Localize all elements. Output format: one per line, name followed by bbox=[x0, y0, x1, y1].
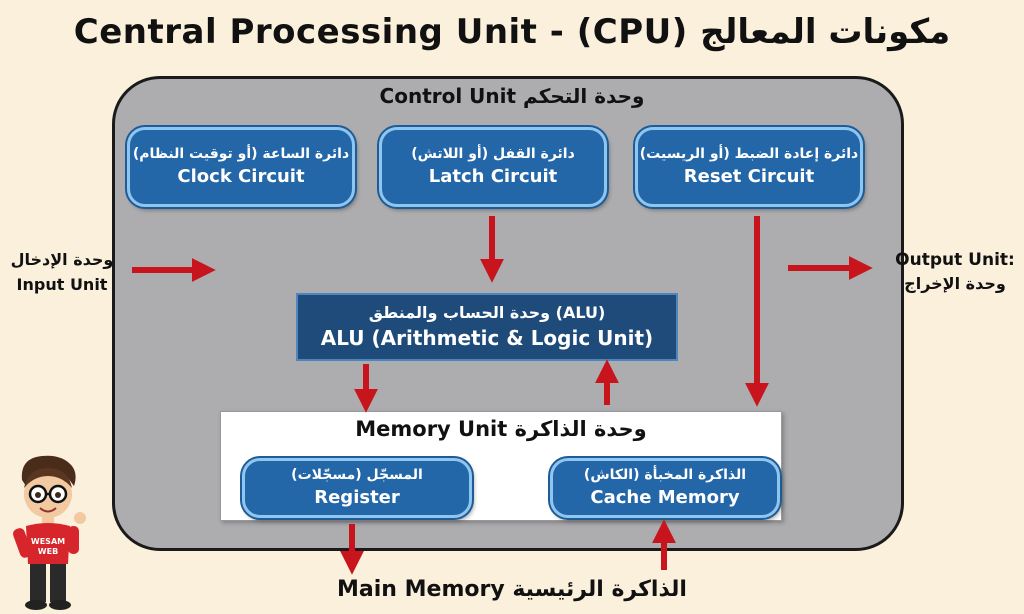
reset-circuit-ar: دائرة إعادة الضبط (أو الريسيت) bbox=[639, 146, 859, 162]
clock-circuit-box: دائرة الساعة (أو توقيت النظام) Clock Cir… bbox=[127, 127, 355, 207]
latch-circuit-box: دائرة القفل (أو اللاتش) Latch Circuit bbox=[379, 127, 607, 207]
alu-en: ALU (Arithmetic & Logic Unit) bbox=[320, 326, 654, 350]
clock-circuit-ar: دائرة الساعة (أو توقيت النظام) bbox=[132, 146, 350, 162]
alu-box: وحدة الحساب والمنطق (ALU) ALU (Arithmeti… bbox=[296, 293, 678, 361]
output-unit-en: Output Unit: bbox=[895, 250, 1015, 270]
mascot-shirt-text-1: WESAM bbox=[31, 537, 65, 546]
mascot-shirt-text-2: WEB bbox=[38, 547, 58, 556]
cache-memory-box: الذاكرة المخبأة (الكاش) Cache Memory bbox=[550, 458, 780, 518]
output-unit-label: Output Unit: وحدة الإخراج bbox=[888, 250, 1022, 293]
latch-circuit-en: Latch Circuit bbox=[428, 166, 558, 187]
cache-memory-ar: الذاكرة المخبأة (الكاش) bbox=[583, 467, 747, 483]
control-unit-label: Control Unit وحدة التحكم bbox=[379, 84, 645, 108]
memory-unit-label: Memory Unit وحدة الذاكرة bbox=[355, 417, 647, 441]
output-unit-ar: وحدة الإخراج bbox=[904, 274, 1006, 293]
reset-circuit-box: دائرة إعادة الضبط (أو الريسيت) Reset Cir… bbox=[635, 127, 863, 207]
alu-ar: وحدة الحساب والمنطق (ALU) bbox=[368, 303, 606, 322]
mascot-illustration: WESAM WEB bbox=[12, 455, 86, 610]
input-unit-label: وحدة الإدخال Input Unit bbox=[10, 250, 114, 294]
input-unit-ar: وحدة الإدخال bbox=[10, 250, 114, 269]
cache-memory-en: Cache Memory bbox=[590, 487, 740, 508]
latch-circuit-ar: دائرة القفل (أو اللاتش) bbox=[411, 146, 575, 162]
register-box: المسجّل (مسجّلات) Register bbox=[242, 458, 472, 518]
clock-circuit-en: Clock Circuit bbox=[177, 166, 305, 187]
input-unit-en: Input Unit bbox=[16, 275, 108, 294]
main-memory-label: Main Memory الذاكرة الرئيسية bbox=[337, 577, 687, 602]
reset-circuit-en: Reset Circuit bbox=[683, 166, 815, 187]
register-ar: المسجّل (مسجّلات) bbox=[291, 467, 423, 483]
diagram-title: Central Processing Unit - (CPU) مكونات ا… bbox=[73, 12, 951, 52]
register-en: Register bbox=[314, 487, 400, 508]
